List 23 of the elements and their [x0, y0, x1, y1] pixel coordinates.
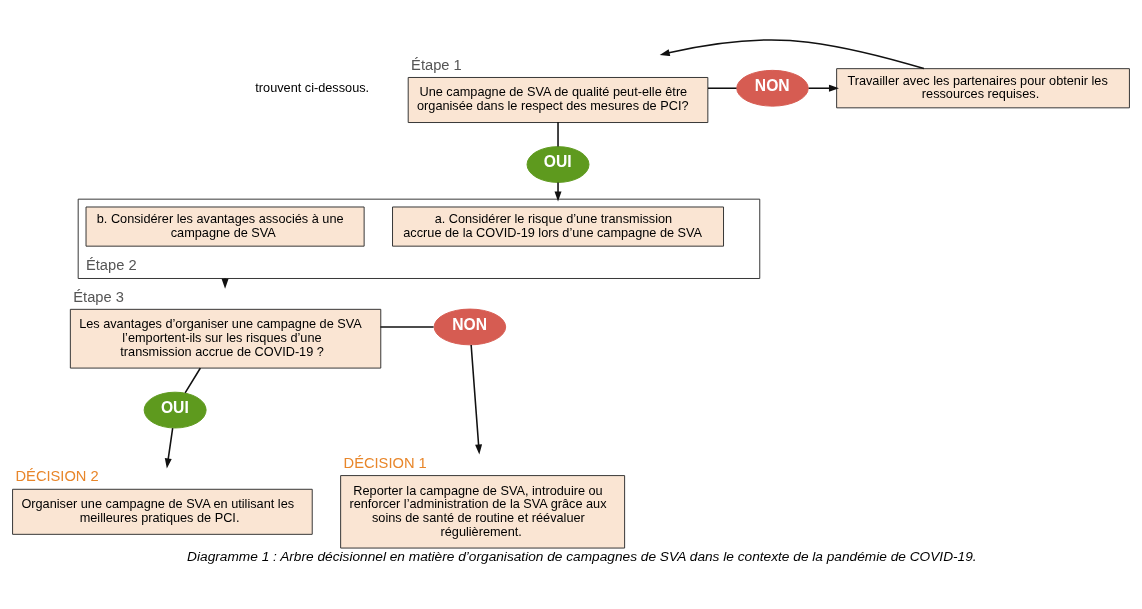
caption: Diagramme 1 : Arbre décisionnel en matière d’organisation de campagnes de SVA dans le contexte de la pandémie de COVID-19.	[187, 548, 977, 564]
node-label: DÉCISION 2	[15, 467, 99, 484]
connector	[707, 86, 738, 89]
node-label: Étape 1	[411, 56, 462, 73]
arrow	[470, 343, 483, 455]
node-label: DÉCISION 1	[343, 454, 427, 471]
label: trouvent ci-dessous.	[255, 79, 370, 95]
node-ellipse: NON	[736, 69, 809, 107]
connector	[557, 120, 559, 147]
arrow	[164, 426, 174, 468]
connector	[184, 366, 202, 394]
node-box: Travailler avec les partenaires pour obtenir les ressources requises.	[836, 67, 1130, 108]
node-box: a. Considérer le risque d’une transmission accrue de la COVID-19 lors d’une campagne de SVA	[392, 206, 724, 247]
node-ellipse: NON	[433, 308, 507, 345]
arrow	[659, 38, 925, 69]
connector	[379, 325, 435, 328]
arrow	[807, 84, 839, 92]
arrow	[221, 277, 229, 289]
node-box: b. Considérer les avantages associés à une campagne de SVA	[85, 206, 365, 247]
node-ellipse: OUI	[143, 391, 207, 428]
node-ellipse: OUI	[526, 145, 590, 183]
arrow	[554, 181, 562, 202]
node-label: Étape 3	[73, 288, 124, 304]
